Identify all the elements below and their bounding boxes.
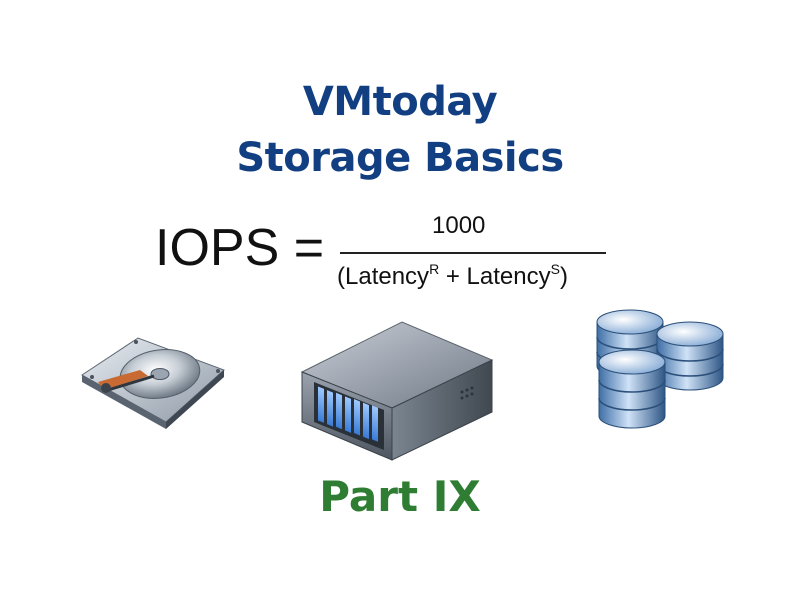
title-line-1: VMtoday	[302, 79, 498, 125]
part-label: Part IX	[319, 472, 481, 521]
formula-denominator: (LatencyR + LatencyS)	[337, 261, 568, 290]
superscript-s: S	[550, 261, 560, 277]
superscript-r: R	[429, 261, 440, 277]
denominator-middle: + Latency	[439, 263, 551, 290]
denominator-close: )	[559, 263, 568, 290]
storage-array-icon	[300, 321, 494, 461]
database-icon	[596, 309, 724, 429]
formula-numerator: 1000	[432, 212, 486, 239]
hard-drive-icon	[81, 337, 225, 429]
formula-lhs: IOPS =	[155, 219, 325, 277]
denominator-open: (Latency	[337, 263, 430, 290]
fraction-bar	[340, 252, 606, 254]
title-line-2: Storage Basics	[236, 135, 564, 181]
